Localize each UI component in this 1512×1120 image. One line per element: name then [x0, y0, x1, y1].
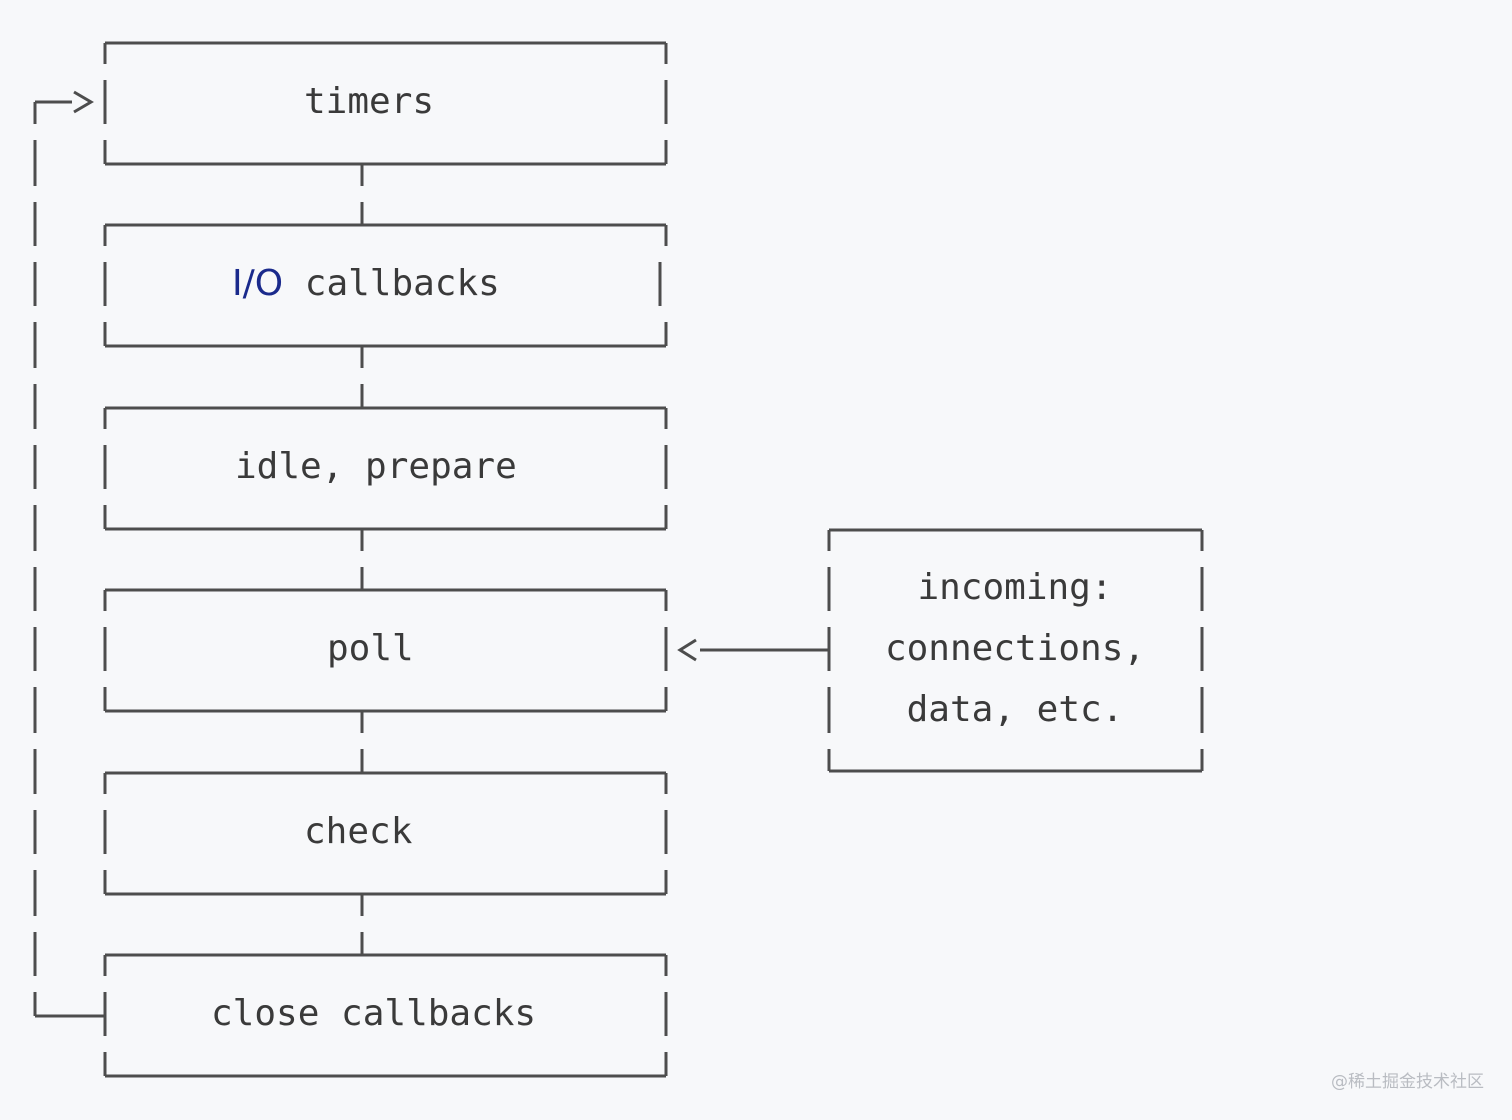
phase-label-check: check	[304, 811, 413, 852]
box-io-callbacks	[103, 223, 668, 348]
phase-label-close-callbacks: close callbacks	[211, 993, 537, 1034]
phase-label-idle-prepare: idle, prepare	[235, 446, 517, 487]
incoming-line-3: data, etc.	[906, 689, 1124, 730]
incoming-line-2: connections,	[884, 628, 1146, 669]
watermark: @稀土掘金技术社区	[1331, 1072, 1484, 1092]
incoming-label: incoming: connections, data, etc.	[829, 557, 1201, 740]
phase-label-io-callbacks: I/O callbacks	[232, 266, 500, 302]
loop-back-line	[33, 90, 105, 1018]
box-timers	[103, 41, 668, 166]
phase-label-poll: poll	[327, 628, 414, 669]
phase-label-timers: timers	[304, 81, 435, 122]
box-check	[103, 771, 668, 896]
box-incoming	[827, 528, 1204, 773]
io-prefix-text: I/O	[232, 263, 284, 304]
incoming-arrow	[677, 638, 829, 662]
incoming-line-1: incoming:	[917, 567, 1113, 608]
box-close-callbacks	[103, 953, 668, 1078]
io-rest-text: callbacks	[283, 263, 500, 304]
incoming-arrow-head-icon	[677, 638, 697, 662]
loop-arrow-head-icon	[73, 90, 94, 114]
box-idle-prepare	[103, 406, 668, 531]
box-poll	[103, 588, 668, 713]
